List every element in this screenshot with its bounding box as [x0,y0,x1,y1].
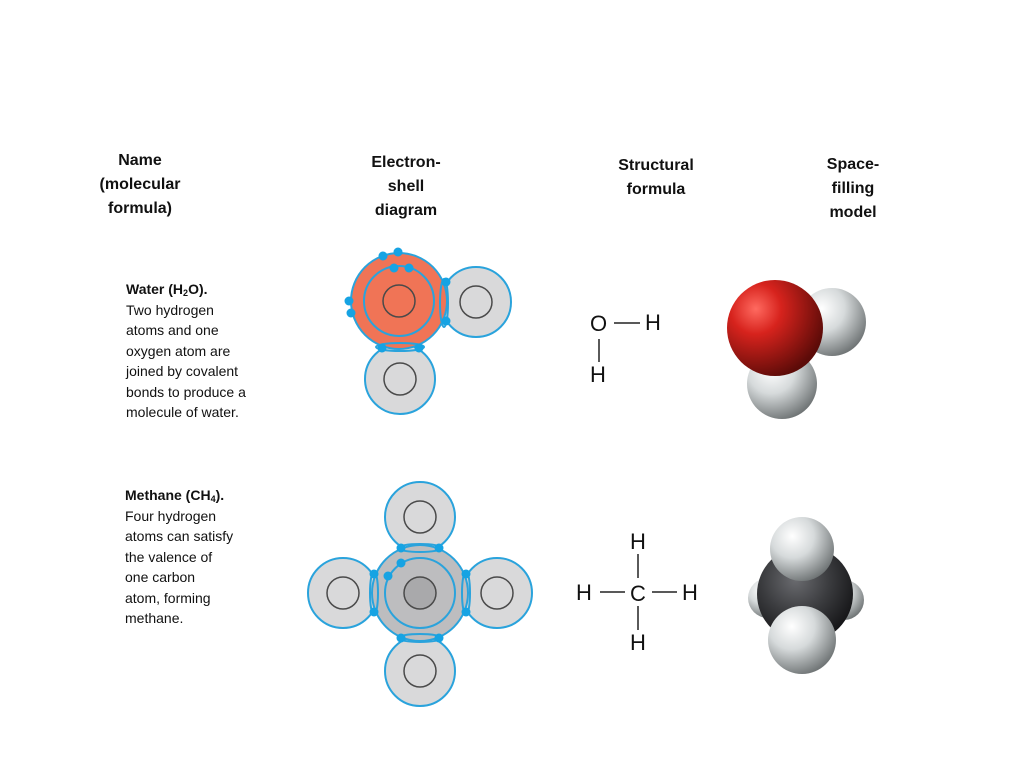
water-bond-overlap-bottom [375,342,425,352]
water-model-oxygen [727,280,823,376]
header-name: Name (molecular formula) [99,152,181,217]
methane-title: Methane (CH4). [125,487,225,504]
water-h-bottom-nucleus [383,362,417,396]
methane-h-top-nucleus [403,500,437,534]
water-o-inner-shell [363,265,435,337]
water-electrons [344,247,451,353]
water-h-right-nucleus [459,285,493,319]
water-title: Water (H2O). [126,281,208,298]
water-description: Water (H2O). Two hydrogen atoms and one … [126,279,296,423]
water-formula-o: O [590,311,607,336]
water-formula-h-bottom: H [590,362,606,387]
methane-description: Methane (CH4). Four hydrogen atoms can s… [125,485,295,629]
methane-model-h-bottom [768,606,836,674]
methane-formula-h-bottom: H [630,630,646,655]
water-formula-h-right: H [645,310,661,335]
methane-h-left-nucleus [326,576,360,610]
methane-model-h-top [770,517,834,581]
methane-formula-c: C [630,581,646,606]
methane-formula-h-right: H [682,580,698,605]
methane-c-inner-shell [384,557,456,629]
methane-electrons [369,543,471,643]
methane-formula-h-top: H [630,529,646,554]
methane-h-right-nucleus [480,576,514,610]
header-electron-shell: Electron- shell diagram [371,154,441,219]
methane-c-nucleus [403,576,437,610]
header-space-filling: Space- filling model [826,156,880,221]
header-structural-formula: Structural formula [618,157,694,198]
methane-formula-h-left: H [576,580,592,605]
methane-h-bottom-nucleus [403,654,437,688]
water-o-nucleus [382,284,416,318]
